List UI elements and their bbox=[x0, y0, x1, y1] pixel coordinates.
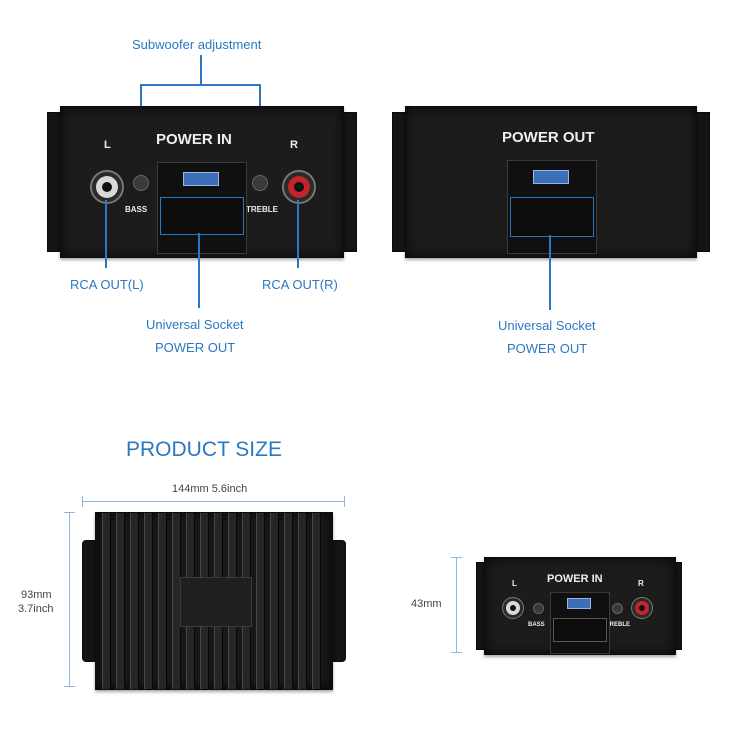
rca-left-label: RCA OUT(L) bbox=[70, 277, 144, 292]
power-in-pin-connector bbox=[160, 197, 244, 235]
subwoofer-adjustment-label: Subwoofer adjustment bbox=[132, 37, 262, 52]
small-bass-knob bbox=[533, 603, 544, 614]
power-out-fuse bbox=[533, 170, 569, 184]
depth-dimension-label: 43mm bbox=[411, 598, 442, 610]
power-out-title: POWER OUT bbox=[502, 129, 595, 146]
width-dimension-tick-right bbox=[344, 496, 345, 507]
depth-dimension-tick-bottom bbox=[451, 652, 462, 653]
subwoofer-callout-bar bbox=[140, 84, 261, 86]
power-in-fuse bbox=[183, 172, 219, 186]
product-size-heading: PRODUCT SIZE bbox=[126, 438, 282, 461]
heatsink-center-plate bbox=[180, 577, 252, 627]
small-treble-knob bbox=[612, 603, 623, 614]
rca-left-callout-line bbox=[105, 200, 107, 268]
socket-right-label-line2: POWER OUT bbox=[507, 341, 588, 356]
small-rca-right-jack bbox=[631, 597, 653, 619]
socket-left-label-line2: POWER OUT bbox=[155, 340, 236, 355]
socket-right-callout-line bbox=[549, 235, 551, 310]
socket-left-label-line1: Universal Socket bbox=[146, 317, 244, 332]
small-left-label: L bbox=[512, 579, 517, 588]
depth-dimension-tick-top bbox=[451, 557, 462, 558]
height-dimension-tick-top bbox=[64, 512, 75, 513]
rca-right-callout-line bbox=[297, 200, 299, 268]
small-rca-left-jack bbox=[502, 597, 524, 619]
width-dimension-label: 144mm 5.6inch bbox=[172, 483, 248, 495]
power-in-title: POWER IN bbox=[156, 131, 232, 148]
small-power-in-title: POWER IN bbox=[547, 573, 603, 585]
rca-left-jack[interactable] bbox=[90, 170, 124, 204]
power-in-right-label: R bbox=[290, 139, 298, 151]
socket-left-callout-line bbox=[198, 233, 200, 308]
power-in-left-label: L bbox=[104, 139, 111, 151]
rca-right-jack[interactable] bbox=[282, 170, 316, 204]
small-treble-label: TREBLE bbox=[606, 622, 630, 628]
small-bass-label: BASS bbox=[528, 622, 545, 628]
heatsink-body bbox=[95, 512, 333, 690]
small-pin-connector bbox=[553, 618, 607, 642]
bass-label: BASS bbox=[125, 205, 148, 214]
power-out-pin-connector bbox=[510, 197, 594, 237]
height-dimension-tick-bottom bbox=[64, 686, 75, 687]
bass-knob[interactable] bbox=[133, 175, 149, 191]
height-dimension-label-2: 3.7inch bbox=[18, 603, 54, 615]
treble-knob[interactable] bbox=[252, 175, 268, 191]
height-dimension-line bbox=[69, 512, 70, 687]
small-right-label: R bbox=[638, 579, 644, 588]
depth-dimension-line bbox=[456, 557, 457, 653]
width-dimension-tick-left bbox=[82, 496, 83, 507]
height-dimension-label-1: 93mm bbox=[21, 589, 52, 601]
socket-right-label-line1: Universal Socket bbox=[498, 318, 596, 333]
width-dimension-line bbox=[82, 501, 345, 502]
small-power-in-fuse bbox=[567, 598, 591, 609]
subwoofer-callout-stem bbox=[200, 55, 202, 85]
treble-label: TREBLE bbox=[246, 205, 278, 214]
rca-right-label: RCA OUT(R) bbox=[262, 277, 338, 292]
